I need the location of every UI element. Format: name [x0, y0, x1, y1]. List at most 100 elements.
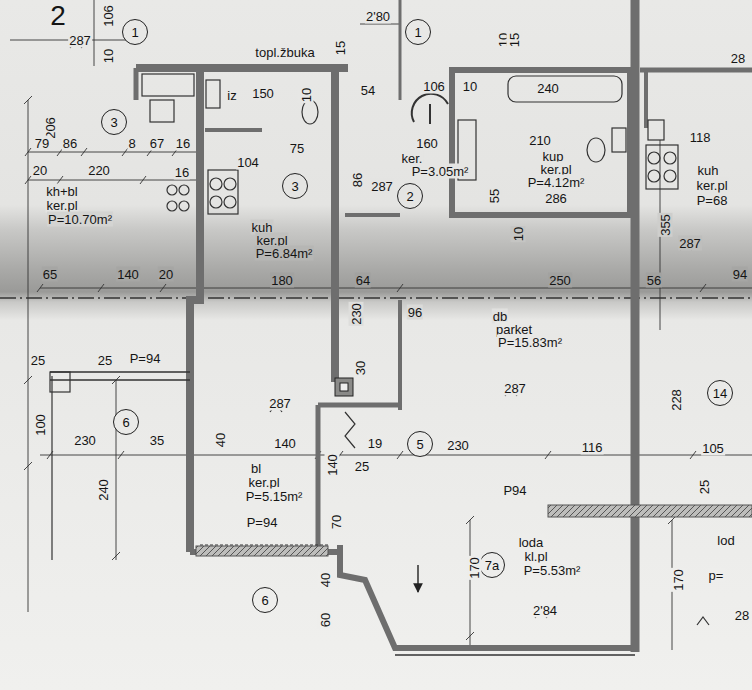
plan-label: 287: [503, 381, 527, 396]
plan-label: P=5.15m²: [245, 489, 304, 504]
plan-label: P=15.83m²: [497, 335, 563, 350]
callout-number: 7a: [485, 559, 499, 572]
plan-label: bl: [250, 461, 262, 476]
plan-label: 10: [462, 79, 478, 94]
plan-label: 25: [697, 479, 712, 495]
plan-label: 170: [467, 556, 482, 580]
plan-label: P94: [502, 483, 527, 498]
plan-label: P=4.12m²: [527, 175, 586, 190]
plan-label: 230: [349, 302, 364, 326]
plan-label: iz: [226, 88, 237, 103]
callout-circle: 1: [122, 19, 148, 45]
plan-label: 140: [116, 267, 140, 282]
plan-label: 104: [236, 155, 260, 170]
plan-label: 106: [101, 4, 116, 28]
plan-label: 60: [318, 612, 333, 628]
plan-label: P=94: [246, 515, 279, 530]
plan-label: P=94: [129, 351, 162, 366]
plan-label: P=10.70m²: [47, 212, 113, 227]
callout-number: 6: [261, 594, 268, 607]
plan-label: 67: [149, 136, 165, 151]
plan-label: 35: [149, 433, 165, 448]
plan-label: 240: [96, 478, 111, 502]
callout-number: 14: [713, 387, 727, 400]
plan-label: 105: [701, 441, 725, 456]
plan-label: 106: [422, 79, 446, 94]
plan-label: ker.pl: [695, 178, 728, 193]
plan-label: kuh: [697, 163, 720, 178]
plan-label: 25: [97, 353, 113, 368]
plan-label: 40: [213, 432, 228, 448]
callout-number: 1: [414, 26, 421, 39]
callout-circle: 3: [101, 109, 127, 135]
plan-label: 210: [528, 133, 552, 148]
callout-circle: 6: [252, 587, 278, 613]
plan-label: 287: [370, 179, 394, 194]
plan-label: 25: [354, 459, 370, 474]
plan-label: 96: [407, 305, 423, 320]
direction-arrow: [417, 565, 418, 592]
plan-label: 150: [251, 86, 275, 101]
plan-label: 10: [101, 48, 116, 64]
plan-label: topl.žbuka: [254, 45, 315, 60]
plan-label: 15: [507, 32, 522, 48]
plan-label: 160: [415, 136, 439, 151]
plan-label: 230: [446, 438, 470, 453]
plan-label: 118: [689, 130, 712, 145]
plan-label: 355: [658, 213, 673, 237]
plan-label: 287: [268, 396, 292, 411]
plan-label: 20: [32, 163, 48, 178]
fixtures: [70, 40, 709, 625]
plan-label: 70: [329, 514, 344, 530]
plan-label: 250: [548, 273, 572, 288]
plan-label: 28: [730, 51, 746, 66]
plan-label: 286: [544, 191, 568, 206]
railings: [50, 372, 635, 655]
plan-label: P=6.84m²: [255, 246, 314, 261]
plan-label: 228: [669, 388, 684, 412]
pillar: [335, 378, 353, 396]
plan-label: 25: [30, 353, 46, 368]
plan-label: P=68: [696, 193, 729, 208]
plan-label: 56: [646, 273, 662, 288]
plan-label: ker.pl: [45, 198, 78, 213]
plan-label: 64: [355, 273, 371, 288]
callout-circle: 5: [407, 431, 433, 457]
plan-label: 75: [289, 141, 305, 156]
plan-label: kh+bl: [45, 184, 78, 199]
callout-circle: 1: [405, 19, 431, 45]
plan-label: 2: [49, 1, 67, 31]
callout-circle: 7a: [479, 552, 505, 578]
plan-label: 140: [273, 436, 297, 451]
plan-label: lod: [716, 533, 735, 548]
callout-circle: 6: [113, 409, 139, 435]
callout-number: 5: [416, 438, 423, 451]
plan-label: 94: [732, 267, 748, 282]
callout-number: 3: [110, 116, 117, 129]
hatched-parapet: [196, 546, 328, 556]
plan-label: 230: [73, 433, 97, 448]
plan-label: loda: [518, 535, 545, 550]
plan-label: 140: [325, 453, 340, 477]
plan-label: 220: [87, 163, 111, 178]
plan-label: 100: [33, 413, 48, 437]
callout-circle: 3: [282, 173, 308, 199]
hatched-wall: [548, 505, 752, 517]
plan-label: 54: [360, 83, 376, 98]
plan-label: 86: [62, 136, 78, 151]
plan-label: 16: [175, 136, 191, 151]
plan-label: kl.pl: [523, 549, 548, 564]
plan-label: 2'80: [365, 9, 391, 24]
callout-number: 6: [122, 416, 129, 429]
plan-label: 8: [127, 136, 136, 151]
plan-label: 30: [353, 360, 368, 376]
plan-label: 240: [536, 81, 560, 96]
plan-label: 15: [333, 40, 348, 56]
callout-number: 2: [406, 190, 413, 203]
plan-label: 287: [678, 236, 702, 251]
plan-label: 28: [734, 608, 750, 623]
plan-label: 10: [299, 87, 314, 103]
